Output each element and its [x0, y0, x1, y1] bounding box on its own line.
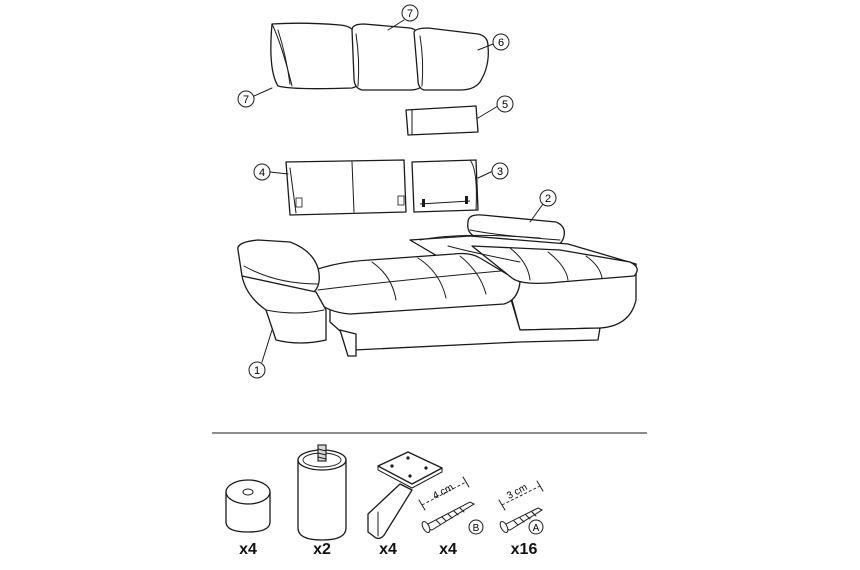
callout-number: 4: [259, 167, 265, 179]
callout-1: 1: [248, 361, 266, 379]
screw-b-length: 4 cm: [431, 482, 455, 502]
headrest-cushion-right: [413, 27, 489, 91]
callout-number: 6: [498, 37, 504, 49]
back-panel-right: [411, 159, 479, 213]
screw-b-quantity: x4: [439, 541, 457, 558]
sofa-body: [237, 234, 638, 357]
screw-a-icon: 3 cm A: [498, 480, 544, 535]
callout-number: 1: [254, 365, 260, 377]
headrest-cushions: [270, 22, 489, 91]
cylinder-leg-quantity: x2: [313, 541, 331, 558]
callout-7-top: 7: [401, 4, 419, 22]
callout-number: 3: [497, 166, 503, 178]
callout-5: 5: [496, 95, 514, 113]
angled-leg-icon: [367, 451, 443, 540]
callout-leaders: [253, 19, 544, 363]
callout-2: 2: [539, 189, 557, 207]
callout-number: 7: [407, 8, 413, 20]
screw-a-quantity: x16: [510, 541, 538, 558]
round-foot-icon: [225, 479, 271, 533]
screw-b-icon: 4 cm B: [418, 476, 484, 535]
callout-4: 4: [253, 163, 271, 181]
screw-a-length: 3 cm: [505, 482, 529, 502]
round-foot-quantity: x4: [239, 541, 257, 558]
cylinder-leg-icon: [297, 444, 347, 541]
callout-number: 7: [243, 94, 249, 106]
callout-3: 3: [491, 162, 509, 180]
armrest-pad: [405, 105, 479, 136]
screw-b-letter: B: [473, 523, 480, 534]
callout-6: 6: [492, 33, 510, 51]
callout-number: 5: [502, 99, 508, 111]
screw-a-letter: A: [533, 523, 540, 534]
angled-leg-quantity: x4: [379, 541, 397, 558]
back-panel-left: [285, 159, 407, 216]
callout-number: 2: [545, 193, 551, 205]
headrest-cushion-middle: [351, 23, 425, 91]
callout-7-left: 7: [237, 90, 255, 108]
